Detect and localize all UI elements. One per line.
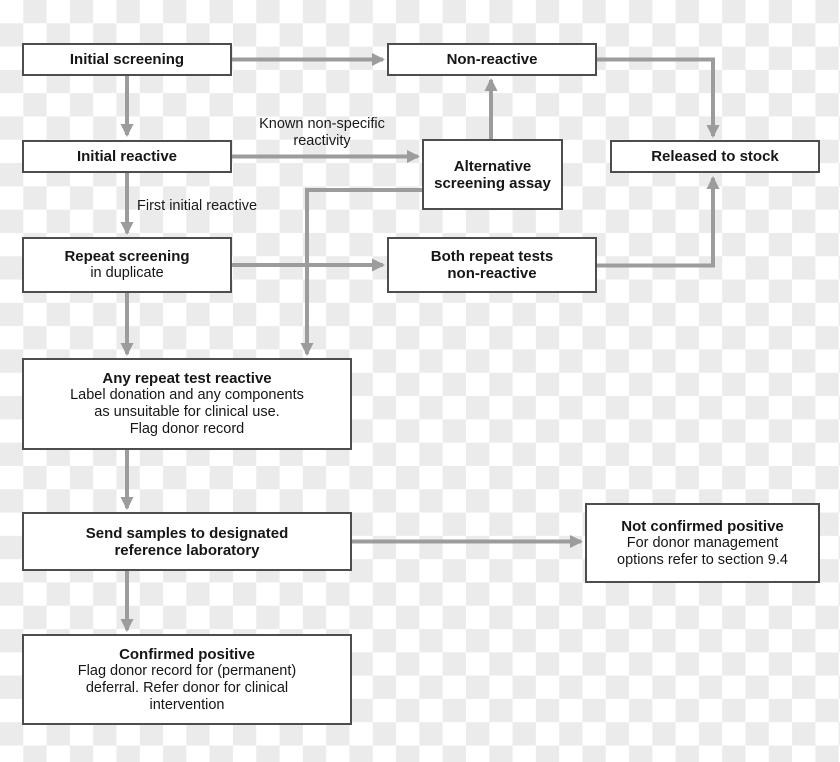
node-label: Confirmed positive [119,645,255,663]
node-label: Not confirmed positive [621,517,784,535]
node-label: Any repeat test reactive [102,370,272,387]
node-alternative-screening-assay: Alternative screening assay [422,139,563,210]
node-confirmed-positive: Confirmed positive Flag donor record for… [22,634,352,725]
arrow-alternative-assay-to-any-repeat-reactive [300,188,422,356]
arrow-non-reactive-to-released-to-stock [597,57,720,138]
node-initial-screening: Initial screening [22,43,232,76]
node-label: Repeat screening [64,248,190,265]
node-initial-reactive: Initial reactive [22,140,232,173]
node-label: Initial reactive [76,148,178,165]
node-body: Flag donor record for (permanent) deferr… [77,662,297,713]
node-not-confirmed-positive: Not confirmed positive For donor managem… [585,503,820,583]
node-label: Initial screening [69,51,185,68]
node-body: in duplicate [90,265,164,281]
node-released-to-stock: Released to stock [610,140,820,173]
node-body: Label donation and any components as uns… [70,387,304,437]
node-repeat-screening: Repeat screening in duplicate [22,237,232,293]
node-body: For donor management options refer to se… [617,534,788,568]
node-label: Released to stock [651,148,779,165]
node-label: Send samples to designated reference lab… [85,524,289,559]
node-label: Both repeat tests non-reactive [430,248,554,282]
node-any-repeat-test-reactive: Any repeat test reactive Label donation … [22,358,352,450]
node-label: Non-reactive [446,51,538,68]
node-both-repeat-tests-non-reactive: Both repeat tests non-reactive [387,237,597,293]
edge-label-first-initial-reactive: First initial reactive [137,198,258,214]
node-send-samples-reference-laboratory: Send samples to designated reference lab… [22,512,352,571]
node-label: Alternative screening assay [434,157,551,192]
edge-label-known-non-specific-reactivity: Known non-specific reactivity [259,116,385,149]
node-non-reactive: Non-reactive [387,43,597,76]
arrow-both-repeat-tests-to-released-to-stock [597,176,720,268]
